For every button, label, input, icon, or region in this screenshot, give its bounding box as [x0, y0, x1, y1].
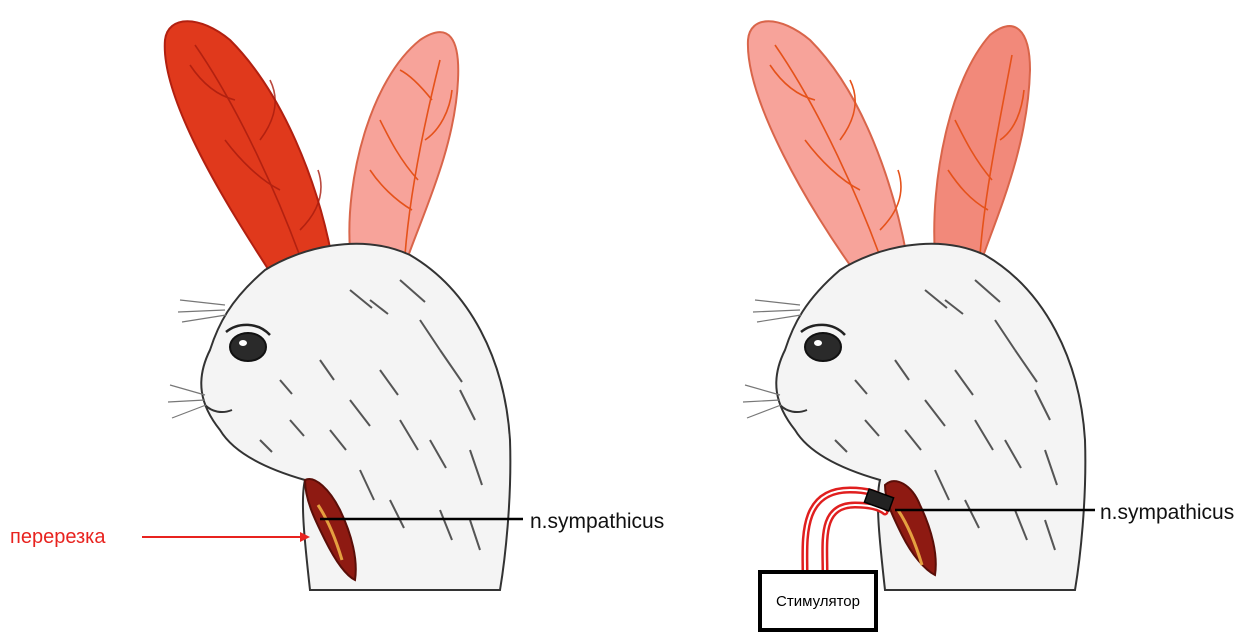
- nerve-label-left: n.sympathicus: [530, 510, 664, 534]
- rabbit-left-back-ear: [349, 32, 458, 265]
- rabbit-left: [165, 21, 511, 590]
- rabbit-left-front-ear: [165, 21, 335, 282]
- cut-arrow: [142, 532, 310, 542]
- cut-label: перерезка: [10, 526, 106, 549]
- stimulator-label: Стимулятор: [776, 593, 860, 610]
- stimulator-box: Стимулятор: [758, 570, 878, 632]
- rabbit-right: [743, 21, 1085, 590]
- rabbit-right-front-ear: [748, 21, 910, 282]
- nerve-label-right: n.sympathicus: [1100, 501, 1234, 525]
